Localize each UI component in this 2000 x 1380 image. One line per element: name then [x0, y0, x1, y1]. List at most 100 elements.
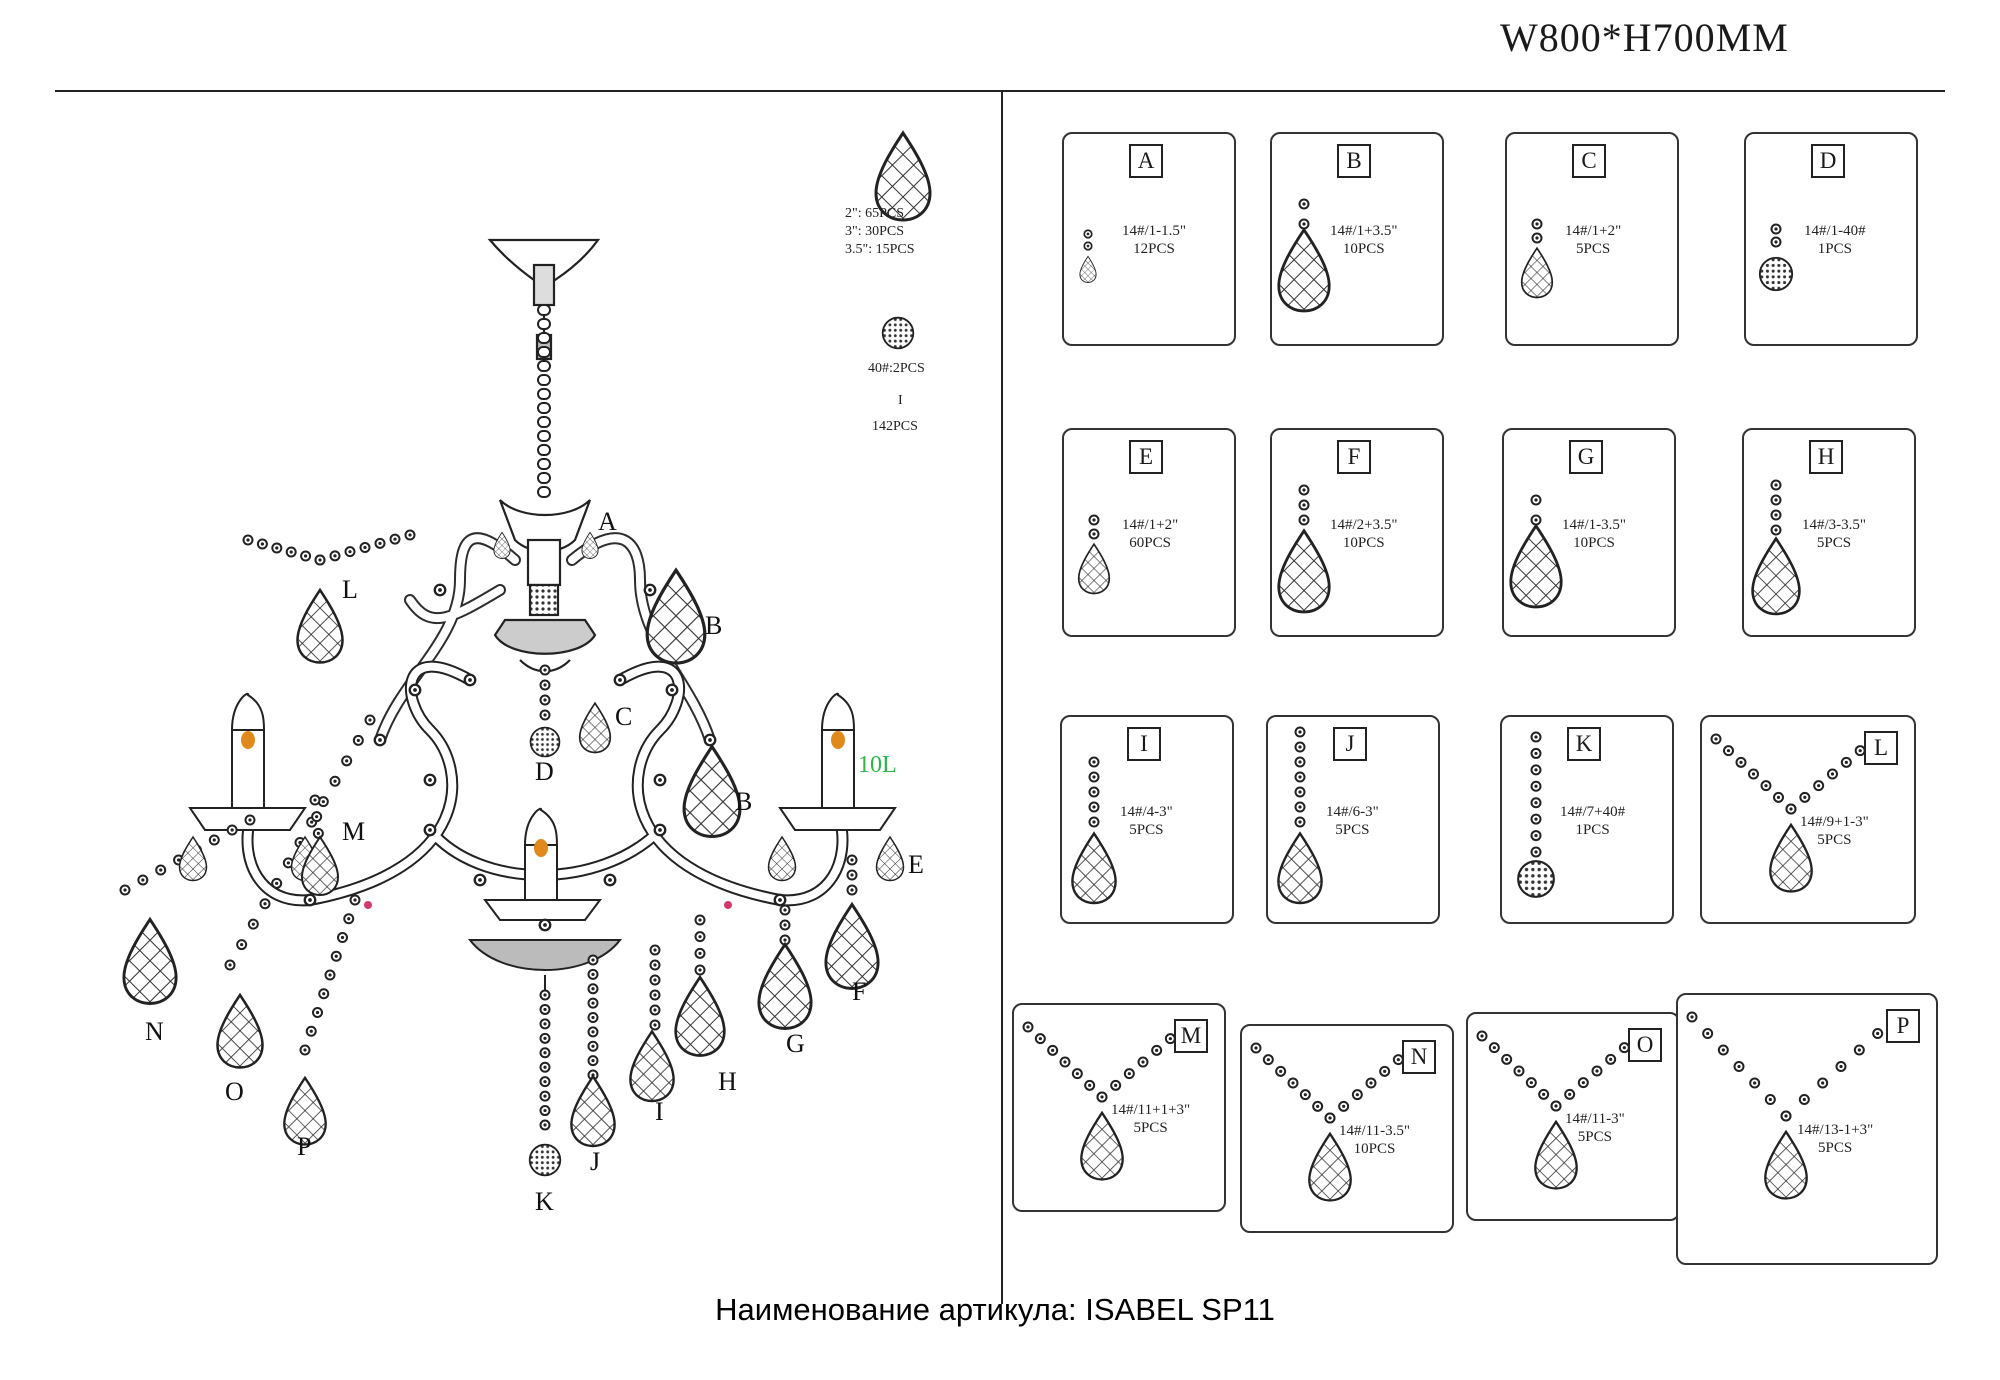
part-spec: 14#/7+40#: [1560, 804, 1626, 820]
crystal-bead: [1530, 830, 1542, 842]
crystal-drop: [1077, 543, 1111, 595]
crystal-bead: [1137, 1056, 1149, 1068]
crystal-bead: [1488, 1042, 1500, 1054]
part-spec-block: 14#/1-1.5"12PCS: [1122, 222, 1186, 258]
crystal-bead: [653, 823, 667, 837]
part-letter-tag: E: [1129, 440, 1163, 474]
crystal-drop-j: [570, 1075, 616, 1148]
crystal-bead: [1294, 771, 1306, 783]
dimensions-label: W800*H700MM: [1500, 15, 1789, 60]
crystal-bead: [155, 864, 167, 876]
crystal-bead: [587, 997, 599, 1009]
part-spec-block: 14#/4-3"5PCS: [1120, 803, 1173, 839]
legend-total: 142PCS: [872, 419, 918, 434]
crystal-bead: [1538, 1088, 1550, 1100]
crystal-bead: [779, 919, 791, 931]
callout-e: E: [908, 850, 924, 879]
crystal-bead: [694, 964, 706, 976]
crystal-bead: [694, 914, 706, 926]
crystal-bead: [539, 1003, 551, 1015]
crystal-bead: [463, 673, 477, 687]
crystal-bead: [359, 542, 371, 553]
crystal-bead: [119, 884, 131, 896]
callout-c: C: [615, 702, 632, 731]
crystal-bead: [1770, 509, 1782, 521]
part-spec-block: 14#/1+2"60PCS: [1122, 516, 1178, 552]
crystal-bead: [539, 989, 551, 1001]
crystal-bead: [374, 537, 386, 549]
crystal-bead: [1550, 1100, 1562, 1112]
part-spec: 14#/13-1+3": [1797, 1122, 1874, 1138]
part-spec: 14#/2+3.5": [1330, 517, 1398, 533]
crystal-drop-a: [581, 531, 599, 560]
crystal-bead: [408, 683, 422, 697]
crystal-bead: [1275, 1065, 1287, 1077]
crystal-bead: [1798, 1094, 1810, 1105]
part-quantity: 60PCS: [1129, 535, 1171, 551]
crystal-bead: [1088, 528, 1100, 540]
crystal-bead: [846, 854, 858, 866]
crystal-bead: [312, 1007, 323, 1018]
part-letter-tag: J: [1333, 727, 1367, 761]
part-spec-block: 14#/11-3.5"10PCS: [1339, 1122, 1410, 1158]
part-quantity: 5PCS: [1817, 832, 1852, 848]
crystal-ball: [1758, 256, 1794, 292]
part-letter-tag: I: [1127, 727, 1161, 761]
crystal-bead: [324, 969, 336, 981]
crystal-bead: [1312, 1100, 1324, 1112]
crystal-drop: [1751, 537, 1801, 616]
crystal-bead: [773, 893, 787, 907]
crystal-bead: [247, 918, 259, 930]
crystal-bead: [1250, 1042, 1262, 1054]
crystal-bead: [539, 1032, 551, 1044]
crystal-bead: [694, 931, 706, 943]
crystal-bead: [539, 709, 551, 721]
crystal-bead: [1748, 768, 1759, 780]
crystal-bead: [538, 918, 552, 932]
crystal-bead: [1813, 780, 1825, 792]
part-letter-tag: B: [1337, 144, 1371, 178]
crystal-bead: [1780, 1110, 1792, 1122]
part-spec: 14#/1+3.5": [1330, 223, 1398, 239]
callout-i: I: [655, 1097, 664, 1126]
crystal-bead: [244, 814, 256, 826]
crystal-drop-a: [493, 531, 511, 560]
part-quantity: 10PCS: [1353, 1141, 1396, 1157]
part-spec: 14#/1-3.5": [1562, 517, 1627, 533]
crystal-bead: [1476, 1030, 1488, 1042]
part-letter-tag: P: [1886, 1009, 1920, 1043]
crystal-bead: [665, 683, 679, 697]
crystal-ball-k: [528, 1143, 562, 1177]
crystal-bead: [587, 1012, 599, 1023]
crystal-bead: [364, 714, 376, 726]
crystal-bead: [587, 968, 599, 980]
crystal-bead: [587, 1026, 599, 1038]
crystal-bead: [1059, 1056, 1071, 1068]
callout-p: P: [297, 1132, 311, 1161]
part-spec-block: 14#/1-40#1PCS: [1804, 222, 1866, 258]
crystal-bead: [341, 755, 353, 767]
crystal-bead: [1034, 1033, 1046, 1045]
crystal-bead: [1827, 768, 1838, 780]
crystal-drop-e: [178, 836, 208, 882]
part-spec: 14#/6-3": [1326, 804, 1379, 820]
crystal-bead: [137, 874, 149, 886]
crystal-bead: [1591, 1065, 1603, 1077]
legend-line-3-5in: 3.5": 15PCS: [845, 242, 915, 257]
part-spec-block: 14#/7+40#1PCS: [1560, 803, 1625, 839]
crystal-drop-h: [674, 975, 726, 1058]
crystal-bead: [208, 834, 220, 846]
crystal-bead: [259, 898, 271, 910]
crystal-bead: [1047, 1044, 1059, 1056]
part-letter-tag: H: [1809, 440, 1843, 474]
part-letter-tag: G: [1569, 440, 1603, 474]
part-spec: 14#/1-1.5": [1122, 223, 1187, 239]
part-spec-block: 14#/13-1+3"5PCS: [1797, 1121, 1873, 1157]
callout-l: L: [342, 575, 358, 604]
crystal-bead: [1605, 1053, 1617, 1065]
